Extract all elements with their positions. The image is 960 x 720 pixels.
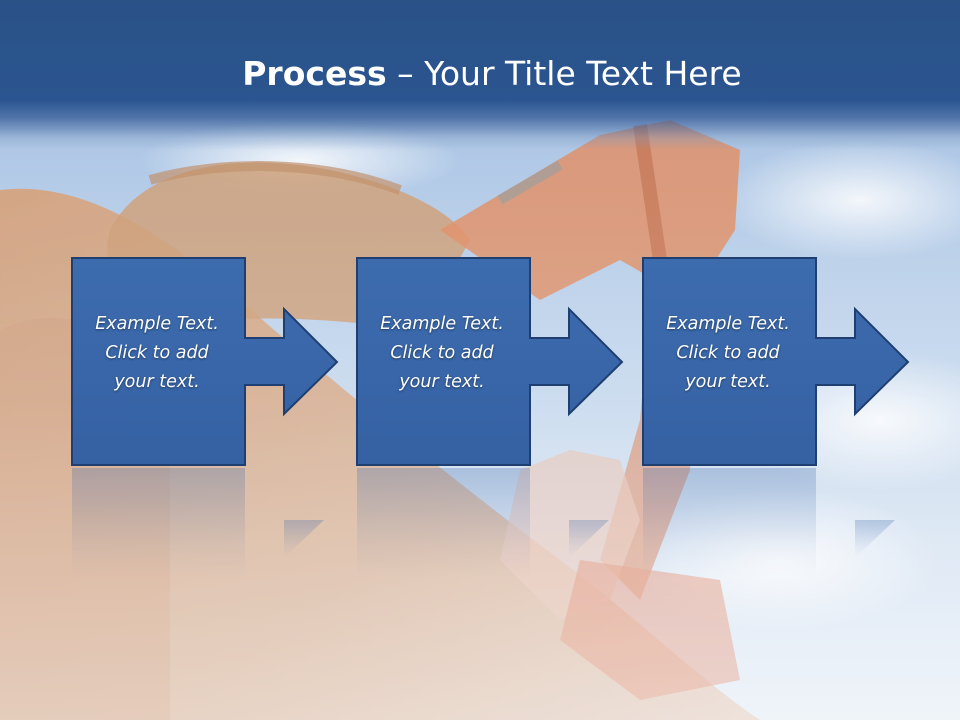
step-2-text[interactable]: Example Text. Click to add your text.: [356, 310, 528, 397]
step-1-text[interactable]: Example Text. Click to add your text.: [71, 310, 243, 397]
step-3-line-1: Example Text.: [666, 314, 790, 334]
step-3-reflection: [643, 468, 895, 578]
step-1-arrow-shape: [71, 257, 339, 466]
step-2-reflection: [357, 468, 609, 578]
process-step-1[interactable]: Example Text. Click to add your text.: [71, 257, 371, 467]
title-rest-text: – Your Title Text Here: [386, 54, 742, 93]
title-band: [0, 0, 960, 150]
process-step-2[interactable]: Example Text. Click to add your text.: [356, 257, 656, 467]
step-2-arrow-shape: [356, 257, 624, 466]
step-1-reflection: [72, 468, 324, 578]
step-2-line-2: Click to add: [390, 343, 494, 363]
title-bold-word: Process: [242, 54, 387, 93]
step-3-line-3: your text.: [685, 372, 771, 392]
process-step-3[interactable]: Example Text. Click to add your text.: [642, 257, 942, 467]
step-2-line-3: your text.: [399, 372, 485, 392]
step-3-arrow-shape: [642, 257, 910, 466]
step-1-line-1: Example Text.: [95, 314, 219, 334]
step-3-text[interactable]: Example Text. Click to add your text.: [642, 310, 814, 397]
step-1-line-3: your text.: [114, 372, 200, 392]
step-3-line-2: Click to add: [676, 343, 780, 363]
step-1-line-2: Click to add: [105, 343, 209, 363]
slide-title[interactable]: Process – Your Title Text Here: [0, 52, 960, 96]
step-2-line-1: Example Text.: [380, 314, 504, 334]
